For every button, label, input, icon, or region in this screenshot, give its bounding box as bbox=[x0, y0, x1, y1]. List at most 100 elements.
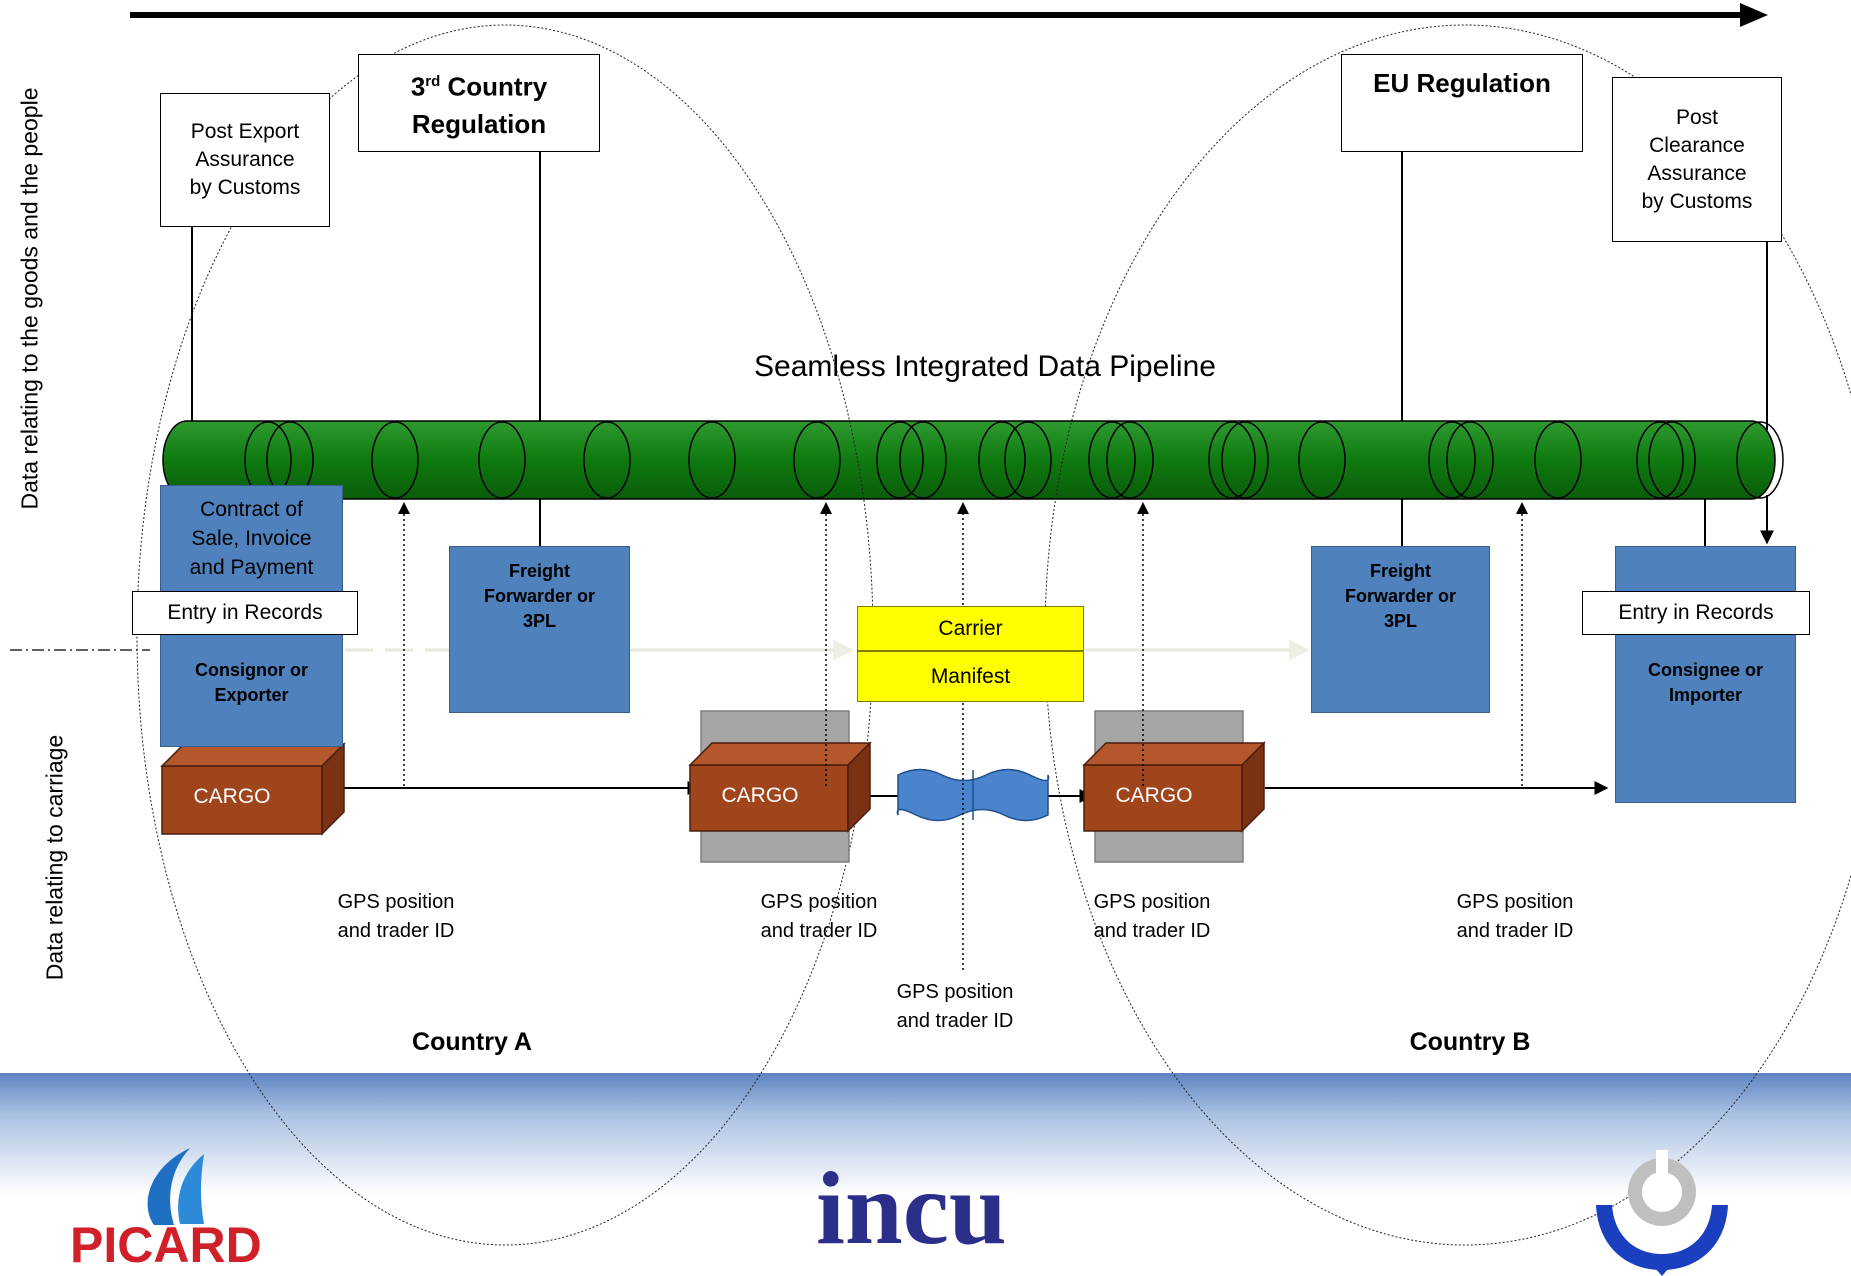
entry-in-records-right: Entry in Records bbox=[1582, 591, 1810, 635]
post-clearance-line1: Post bbox=[1675, 105, 1719, 129]
third-country-line1: 3rd Country bbox=[410, 71, 548, 102]
pipe-ring bbox=[978, 421, 1026, 499]
gps-arrowhead-5 bbox=[1516, 502, 1528, 514]
post-export-line2: Assurance bbox=[195, 148, 295, 171]
consignee-line1: Consignee or bbox=[1647, 660, 1763, 680]
gps-arrowhead-4 bbox=[1137, 502, 1149, 514]
pipe-ring bbox=[1648, 421, 1696, 499]
third-country-regulation-box: 3rd Country Regulation bbox=[358, 54, 600, 152]
freight-left-line2: Forwarder or bbox=[483, 586, 596, 606]
pipe-ring bbox=[1534, 421, 1582, 499]
gps-label-2: GPS position and trader ID bbox=[739, 888, 899, 946]
post-export-line1: Post Export bbox=[190, 120, 300, 143]
gps-label-1-line1: GPS position bbox=[337, 891, 455, 913]
post-export-line3: by Customs bbox=[189, 176, 301, 199]
freight-forwarder-right: Freight Forwarder or 3PL bbox=[1311, 546, 1490, 713]
gps-label-1-line2: and trader ID bbox=[337, 920, 455, 942]
gps-label-3-line2: and trader ID bbox=[1093, 920, 1211, 942]
pipe-ring bbox=[1106, 421, 1154, 499]
pipe-ring bbox=[1221, 421, 1269, 499]
cargo-box-3 bbox=[1082, 741, 1266, 833]
freight-right-line1: Freight bbox=[1370, 561, 1431, 581]
consignor-label: Consignor or Exporter bbox=[160, 658, 343, 708]
pipe-ring bbox=[1088, 421, 1136, 499]
country-b-label: Country B bbox=[1409, 1028, 1531, 1056]
post-export-assurance-box: Post Export Assurance by Customs bbox=[160, 93, 330, 227]
pipe-ring bbox=[1446, 421, 1494, 499]
freight-right-line2: Forwarder or bbox=[1344, 586, 1457, 606]
pipe-ring bbox=[1428, 421, 1476, 499]
freight-left-line1: Freight bbox=[509, 561, 570, 581]
data-pipeline bbox=[162, 420, 1784, 500]
label-carriage: Data relating to carriage bbox=[41, 734, 68, 981]
picard-wordmark: PICARD bbox=[70, 1217, 262, 1265]
cargo-box-2 bbox=[688, 741, 872, 833]
pipe-ring bbox=[793, 421, 841, 499]
pipe-ring bbox=[583, 421, 631, 499]
carrier-box: Carrier bbox=[857, 606, 1084, 651]
post-clearance-line2: Clearance bbox=[1649, 133, 1745, 157]
pipe-ring bbox=[688, 421, 736, 499]
incu-wordmark-icon: incu bbox=[816, 1155, 1007, 1255]
picard-emblem-icon: PICARD bbox=[70, 1148, 262, 1265]
manifest-box: Manifest bbox=[857, 651, 1084, 702]
contract-line1: Contract of bbox=[200, 498, 303, 521]
consignee-box bbox=[1615, 546, 1796, 803]
cargo-label-1: CARGO bbox=[193, 785, 271, 808]
freight-forwarder-left: Freight Forwarder or 3PL bbox=[449, 546, 630, 713]
gps-label-5-line2: and trader ID bbox=[896, 1010, 1014, 1032]
consignee-line2: Importer bbox=[1668, 685, 1742, 705]
post-clearance-line3: Assurance bbox=[1647, 161, 1747, 185]
eu-regulation-box: EU Regulation bbox=[1341, 54, 1583, 152]
third-country-line2: Regulation bbox=[411, 108, 547, 139]
cargo-box-1 bbox=[160, 742, 346, 836]
gps-label-3: GPS position and trader ID bbox=[1072, 888, 1232, 946]
gps-label-4: GPS position and trader ID bbox=[1435, 888, 1595, 946]
contract-line2: Sale, Invoice bbox=[191, 527, 312, 550]
entry-in-records-left: Entry in Records bbox=[132, 591, 358, 635]
consignee-label: Consignee or Importer bbox=[1615, 658, 1796, 708]
footer-band bbox=[0, 1073, 1851, 1276]
pipe-ring bbox=[1298, 421, 1346, 499]
wco-emblem-icon bbox=[1596, 1150, 1728, 1276]
pipe-ring bbox=[899, 421, 947, 499]
contract-of-sale-label: Contract of Sale, Invoice and Payment bbox=[160, 495, 343, 582]
pipe-ring bbox=[876, 421, 924, 499]
label-goods-people: Data relating to the goods and the peopl… bbox=[16, 87, 43, 510]
gps-label-3-line1: GPS position bbox=[1093, 891, 1211, 913]
freight-left-line3: 3PL bbox=[522, 611, 556, 631]
pipe-ring bbox=[1004, 421, 1052, 499]
pipe-ring bbox=[1636, 421, 1684, 499]
cargo-label-2: CARGO bbox=[721, 784, 799, 807]
consignor-line2: Exporter bbox=[214, 685, 289, 705]
pipe-ring bbox=[371, 421, 419, 499]
incu-wordmark: incu bbox=[816, 1155, 1007, 1255]
gps-label-2-line2: and trader ID bbox=[760, 920, 878, 942]
picard-logo: PICARD bbox=[70, 1140, 330, 1265]
gps-arrowhead-2 bbox=[820, 502, 832, 514]
wco-logo bbox=[1590, 1150, 1730, 1276]
country-a-label: Country A bbox=[412, 1028, 532, 1056]
gps-label-4-line1: GPS position bbox=[1456, 891, 1574, 913]
consignor-line1: Consignor or bbox=[195, 660, 308, 680]
gps-label-1: GPS position and trader ID bbox=[316, 888, 476, 946]
cargo-label-3: CARGO bbox=[1115, 784, 1193, 807]
pipe-ring bbox=[1208, 421, 1256, 499]
post-clearance-assurance-box: Post Clearance Assurance by Customs bbox=[1612, 77, 1782, 242]
eu-regulation-label: EU Regulation bbox=[1373, 68, 1551, 98]
incu-logo: incu bbox=[810, 1155, 1070, 1255]
sea-wave bbox=[896, 768, 1050, 822]
pipe-ring bbox=[1736, 421, 1784, 499]
post-clearance-line4: by Customs bbox=[1641, 189, 1753, 213]
pipeline-title: Seamless Integrated Data Pipeline bbox=[754, 350, 1216, 383]
gps-label-5-line1: GPS position bbox=[896, 981, 1014, 1003]
freight-right-line3: 3PL bbox=[1383, 611, 1417, 631]
pipe-ring bbox=[478, 421, 526, 499]
gps-label-4-line2: and trader ID bbox=[1456, 920, 1574, 942]
timeline-arrow bbox=[130, 3, 1768, 27]
gps-label-2-line1: GPS position bbox=[760, 891, 878, 913]
gps-arrowhead-1 bbox=[398, 502, 410, 514]
gps-arrowhead-3 bbox=[957, 502, 969, 514]
